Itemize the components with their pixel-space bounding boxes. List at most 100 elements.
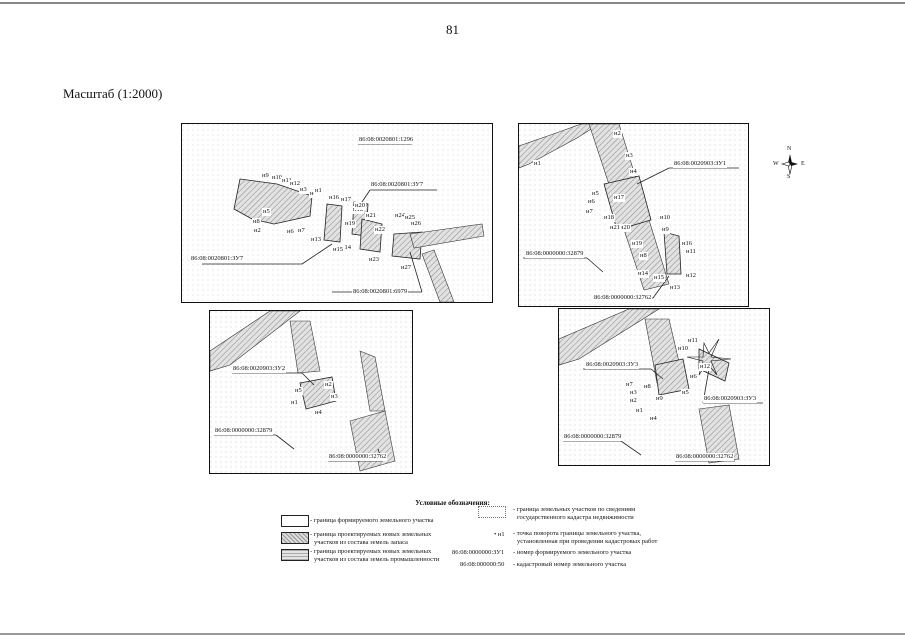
point-label: н4 <box>314 409 323 417</box>
point-label: н8 <box>252 218 261 226</box>
legend-title: Условные обозначения: <box>415 499 490 507</box>
parcel-label: 86:08:0020903:ЗУ1 <box>673 160 728 168</box>
legend-text-gkn-1: - граница земельных участков по сведения… <box>513 506 636 513</box>
point-label: н16 <box>681 240 693 248</box>
parcel-label: 86:08:0000000:32879 <box>563 433 623 441</box>
point-label: н8 <box>639 252 648 260</box>
legend-text-gkn-2: государственного кадастра недвижимости <box>517 514 634 521</box>
point-label: н13 <box>310 236 322 244</box>
point-label: н6 <box>689 373 698 381</box>
point-label: н20 <box>619 224 631 232</box>
point-label: н1 <box>314 187 323 195</box>
point-label: н1 <box>533 160 542 168</box>
map-panel-1: 86:08:0020801:1296 86:08:0020801:ЗУ7 86:… <box>181 123 493 303</box>
point-label: н19 <box>631 240 643 248</box>
point-label: н21 <box>609 224 621 232</box>
point-label: н16 <box>328 194 340 202</box>
point-label: н10 <box>677 345 689 353</box>
point-label: н9 <box>655 395 664 403</box>
parcel-label: 86:08:0000000:32879 <box>525 250 585 258</box>
point-label: н7 <box>625 381 634 389</box>
legend-swatch-reserve <box>281 532 309 544</box>
parcel-label: 86:08:0020903:ЗУ3 <box>585 361 640 369</box>
legend-text-formed-number: - номер формируемого земельного участка <box>513 549 632 556</box>
point-label: н4 <box>629 168 638 176</box>
point-label: н23 <box>368 256 380 264</box>
compass-w: W <box>773 161 779 167</box>
point-label: н1 <box>635 407 644 415</box>
point-label: н12 <box>699 363 711 371</box>
legend-text-cadastral-number: - кадастровый номер земельного участка <box>513 561 627 568</box>
point-label: н26 <box>410 220 422 228</box>
legend-text-industry-2: участков из состава земель промышленност… <box>314 556 440 563</box>
point-label: н4 <box>649 415 658 423</box>
legend-text-reserve-2: участков из состава земель запаса <box>314 539 408 546</box>
map-panel-3-drawing <box>210 311 412 473</box>
parcel-label: 86:08:0000000:32762 <box>675 453 735 461</box>
legend-point-symbol: • н1 <box>494 531 505 538</box>
point-label: н19 <box>344 220 356 228</box>
legend-text-points-1: - точка поворота границы земельного учас… <box>513 530 642 537</box>
parcel-label: 86:08:0020903:ЗУ3 <box>703 395 758 403</box>
point-label: н15 <box>653 274 665 282</box>
point-label: н5 <box>262 208 271 216</box>
point-label: н17 <box>340 196 352 204</box>
compass-s: S <box>787 174 791 180</box>
point-label: н15 <box>332 246 344 254</box>
point-label: н5 <box>681 389 690 397</box>
point-label: н5 <box>591 190 600 198</box>
point-label: н10 <box>659 214 671 222</box>
point-label: н4 <box>309 190 318 198</box>
legend-text-reserve-1: - граница проектируемых новых земельных <box>310 531 432 538</box>
map-panel-4-drawing <box>559 309 769 465</box>
parcel-label: 86:08:0020801:ЗУ7 <box>370 181 425 189</box>
map-panel-2-drawing <box>519 124 748 306</box>
point-label: н3 <box>299 186 308 194</box>
point-label: н6 <box>587 198 596 206</box>
point-label: н1 <box>290 399 299 407</box>
legend-swatch-gkn <box>478 506 506 518</box>
map-panel-2: 86:08:0020903:ЗУ1 86:08:0000000:32879 86… <box>518 123 749 307</box>
map-panel-4: 86:08:0020903:ЗУ3 86:08:0020903:ЗУ3 86:0… <box>558 308 770 466</box>
point-label: н10 <box>271 174 283 182</box>
parcel-label: 86:08:0020801:ЗУ7 <box>190 255 245 263</box>
point-label: н3 <box>629 389 638 397</box>
legend-sample-formed-number: 86:08:0000000:ЗУ1 <box>452 549 505 556</box>
point-label: н12 <box>289 180 301 188</box>
point-label: н25 <box>404 214 416 222</box>
parcel-label: 86:08:0020801:1296 <box>358 136 415 144</box>
parcel-label: 86:08:0020801:6979 <box>352 288 409 296</box>
point-label: н21 <box>365 212 377 220</box>
point-label: н9 <box>261 172 270 180</box>
bottom-scan-edge <box>0 633 905 635</box>
parcel-label: 86:08:0000000:32762 <box>593 294 653 302</box>
map-panel-3: 86:08:0020903:ЗУ2 86:08:0000000:32879 86… <box>209 310 413 474</box>
point-label: н9 <box>661 226 670 234</box>
point-label: н2 <box>324 381 333 389</box>
point-label: н11 <box>687 337 699 345</box>
legend-sample-cadastral-number: 86:08:000000:50 <box>460 561 505 568</box>
legend-swatch-formed <box>281 515 309 527</box>
point-label: н22 <box>374 226 386 234</box>
point-label: н3 <box>625 152 634 160</box>
scale-caption: Масштаб (1:2000) <box>63 86 163 101</box>
top-scan-edge <box>0 2 905 4</box>
parcel-label: 86:08:0020903:ЗУ2 <box>232 365 287 373</box>
point-label: н11 <box>685 248 697 256</box>
point-label: н14 <box>340 244 352 252</box>
point-label: н3 <box>330 393 339 401</box>
point-label: н2 <box>253 227 262 235</box>
point-label: н6 <box>286 228 295 236</box>
point-label: н27 <box>400 264 412 272</box>
legend-swatch-industry <box>281 549 309 561</box>
point-label: н7 <box>585 208 594 216</box>
point-label: н17 <box>613 194 625 202</box>
compass-n: N <box>787 146 792 152</box>
parcel-label: 86:08:0000000:32762 <box>328 453 388 461</box>
point-label: н5 <box>294 387 303 395</box>
point-label: н18 <box>603 214 615 222</box>
compass-e: E <box>801 161 805 167</box>
page-number: 81 <box>446 22 459 37</box>
legend-text-industry-1: - граница проектируемых новых земельных <box>310 548 432 555</box>
point-label: н13 <box>669 284 681 292</box>
